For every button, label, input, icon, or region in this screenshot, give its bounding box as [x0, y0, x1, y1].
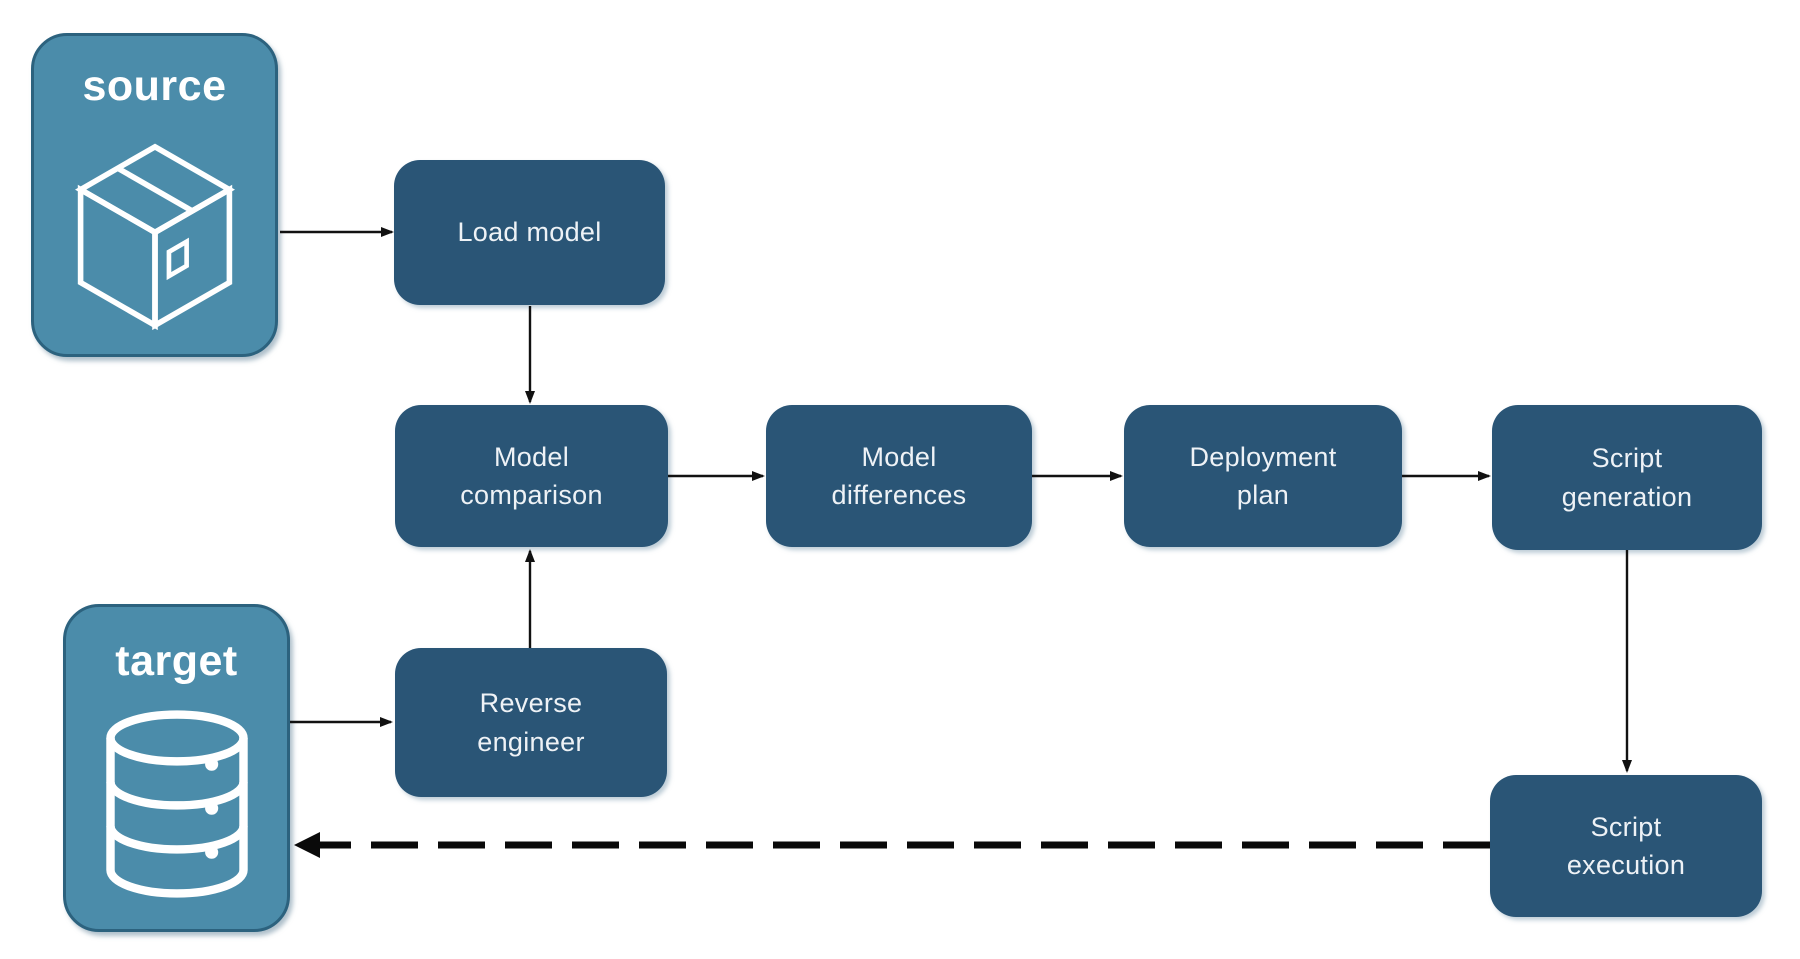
node-label: Model comparison: [460, 441, 603, 510]
database-icon: [102, 708, 252, 900]
source-label: source: [82, 62, 227, 110]
node-label: Model differences: [831, 441, 967, 510]
container-target: target: [63, 604, 290, 932]
node-load-model: Load model: [394, 160, 665, 305]
package-icon: [62, 135, 248, 339]
node-model-comparison: Model comparison: [395, 405, 668, 547]
container-source: source: [31, 33, 278, 357]
node-label: Script execution: [1566, 811, 1686, 880]
node-script-generation: Script generation: [1492, 405, 1762, 550]
node-reverse-engineer: Reverse engineer: [395, 648, 667, 797]
node-label: Script generation: [1561, 443, 1693, 512]
node-model-differences: Model differences: [766, 405, 1032, 547]
node-deployment-plan: Deployment plan: [1124, 405, 1402, 547]
node-label: Reverse engineer: [477, 688, 585, 757]
node-label: Deployment plan: [1189, 441, 1337, 510]
node-label: Load model: [457, 217, 602, 248]
node-script-execution: Script execution: [1490, 775, 1762, 917]
target-label: target: [115, 637, 238, 685]
